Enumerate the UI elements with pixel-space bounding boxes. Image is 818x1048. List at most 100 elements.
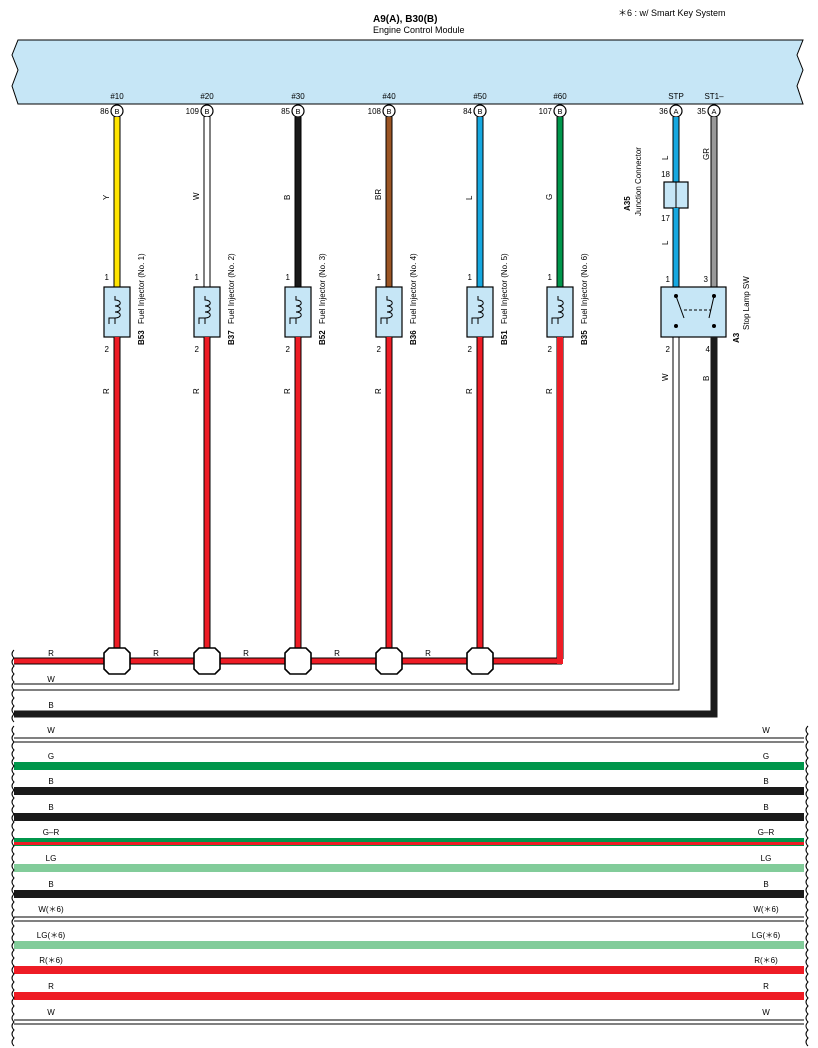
bus-wire-3 — [14, 787, 804, 795]
ecm-pin-number: 108 — [368, 107, 382, 116]
injector-4-name: Fuel Injector (No. 4) — [409, 253, 418, 324]
injector-6-to-trunk-wire — [557, 337, 563, 664]
switch-pin-1: 1 — [666, 275, 671, 284]
injector-6-input-wire — [557, 117, 563, 287]
trunk-wire-code: R — [425, 649, 431, 658]
bus-right-break-mark — [805, 725, 809, 1047]
injector-6-code: B35 — [580, 330, 589, 345]
bus-wire-label-right: W(＊6) — [753, 905, 779, 914]
ecm-signal-label: #10 — [110, 92, 124, 101]
injector-pin-in: 1 — [195, 273, 200, 282]
bus-wire-label-right: LG — [761, 854, 772, 863]
splice-point — [103, 647, 131, 675]
switch-pin-3: 3 — [704, 275, 709, 284]
injector-4-input-wire — [386, 117, 392, 287]
injector-5-name: Fuel Injector (No. 5) — [500, 253, 509, 324]
stop-lamp-switch-body — [660, 286, 727, 338]
bus-wire-label-left: G — [48, 752, 54, 761]
bus-wire-9 — [14, 941, 804, 949]
st1-wire — [711, 117, 717, 287]
left-wire-code: B — [48, 701, 53, 710]
injector-pin-out: 2 — [195, 345, 200, 354]
ecm-pin-number: 109 — [186, 107, 200, 116]
injector-4-wire-code: BR — [374, 189, 383, 200]
injector-3-name: Fuel Injector (No. 3) — [318, 253, 327, 324]
junction-connector-code: A35 — [623, 196, 632, 211]
ecm-signal-label: ST1– — [704, 92, 724, 101]
bus-wire-label-right: R(＊6) — [754, 956, 778, 965]
bus-wire-4 — [14, 813, 804, 821]
trunk-wire-code: R — [334, 649, 340, 658]
bus-wire-label-right: LG(＊6) — [752, 931, 781, 940]
ecm-connector-code: A9(A), B30(B) — [373, 14, 437, 25]
injector-pin-in: 1 — [468, 273, 473, 282]
switch-pin2-wire-code: W — [661, 373, 670, 381]
ecm-connector-letter: A — [673, 107, 678, 116]
injector-5-input-wire — [477, 117, 483, 287]
bus-wire-label-left: R(＊6) — [39, 956, 63, 965]
ecm-signal-label: STP — [668, 92, 684, 101]
bus-wire-label-left: R — [48, 982, 54, 991]
injector-2-code: B37 — [227, 330, 236, 345]
injector-5-code: B51 — [500, 330, 509, 345]
ecm-connector-letter: B — [295, 107, 300, 116]
injector-2-output-wire — [204, 337, 210, 659]
bus-wire-label-left: B — [48, 777, 53, 786]
injector-coil-icon — [380, 296, 393, 324]
injector-pin-in: 1 — [377, 273, 382, 282]
ecm-pin-number: 107 — [539, 107, 553, 116]
junction-pin-top: 18 — [661, 170, 670, 179]
injector-3-code: B52 — [318, 330, 327, 345]
injector-2-output-code: R — [192, 388, 201, 394]
stp-wire-code-lower: L — [661, 240, 670, 245]
switch-contact — [712, 324, 716, 328]
switch-blade — [708, 295, 715, 319]
ecm-pin-number: 35 — [697, 107, 706, 116]
bus-wire-label-left: W — [47, 726, 55, 735]
stop-lamp-switch-code: A3 — [732, 332, 741, 343]
injector-coil-icon — [108, 296, 121, 324]
ecm-signal-label: #50 — [473, 92, 487, 101]
splice-point — [193, 647, 221, 675]
injector-1-name: Fuel Injector (No. 1) — [137, 253, 146, 324]
injector-pin-in: 1 — [286, 273, 291, 282]
bus-wire-label-right: B — [763, 777, 768, 786]
bus-wire-label-left: B — [48, 803, 53, 812]
injector-4-output-code: R — [374, 388, 383, 394]
ecm-pin-number: 84 — [463, 107, 472, 116]
bus-wire-label-right: W — [762, 726, 770, 735]
injector-3-output-wire — [295, 337, 301, 659]
injector-3-output-code: R — [283, 388, 292, 394]
injector-pin-out: 2 — [468, 345, 473, 354]
trunk-wire-code: R — [153, 649, 159, 658]
bus-wire-label-right: B — [763, 803, 768, 812]
injector-2-input-wire — [204, 117, 210, 287]
injector-2-name: Fuel Injector (No. 2) — [227, 253, 236, 324]
injector-6-output-code: R — [545, 388, 554, 394]
injector-5-wire-code: L — [465, 195, 474, 200]
splice-point — [466, 647, 494, 675]
engine-control-module-box — [11, 39, 804, 105]
injector-5-output-wire — [477, 337, 483, 659]
bus-wire-label-left: B — [48, 880, 53, 889]
bus-wire-label-right: B — [763, 880, 768, 889]
bus-wire-label-left: G–R — [43, 828, 60, 837]
injector-6-name: Fuel Injector (No. 6) — [580, 253, 589, 324]
injector-coil-icon — [471, 296, 484, 324]
bus-wire-11 — [14, 992, 804, 1000]
injector-coil-icon — [198, 296, 211, 324]
junction-connector-name: Junction Connector — [634, 147, 643, 216]
stp-wire-upper — [673, 117, 679, 182]
injector-pin-out: 2 — [105, 345, 110, 354]
bus-wire-label-left: W — [47, 1008, 55, 1017]
splice-point — [375, 647, 403, 675]
bus-wire-10 — [14, 966, 804, 974]
switch-pin-4: 4 — [706, 345, 711, 354]
trunk-wire-code: R — [243, 649, 249, 658]
bus-wire-label-right: R — [763, 982, 769, 991]
